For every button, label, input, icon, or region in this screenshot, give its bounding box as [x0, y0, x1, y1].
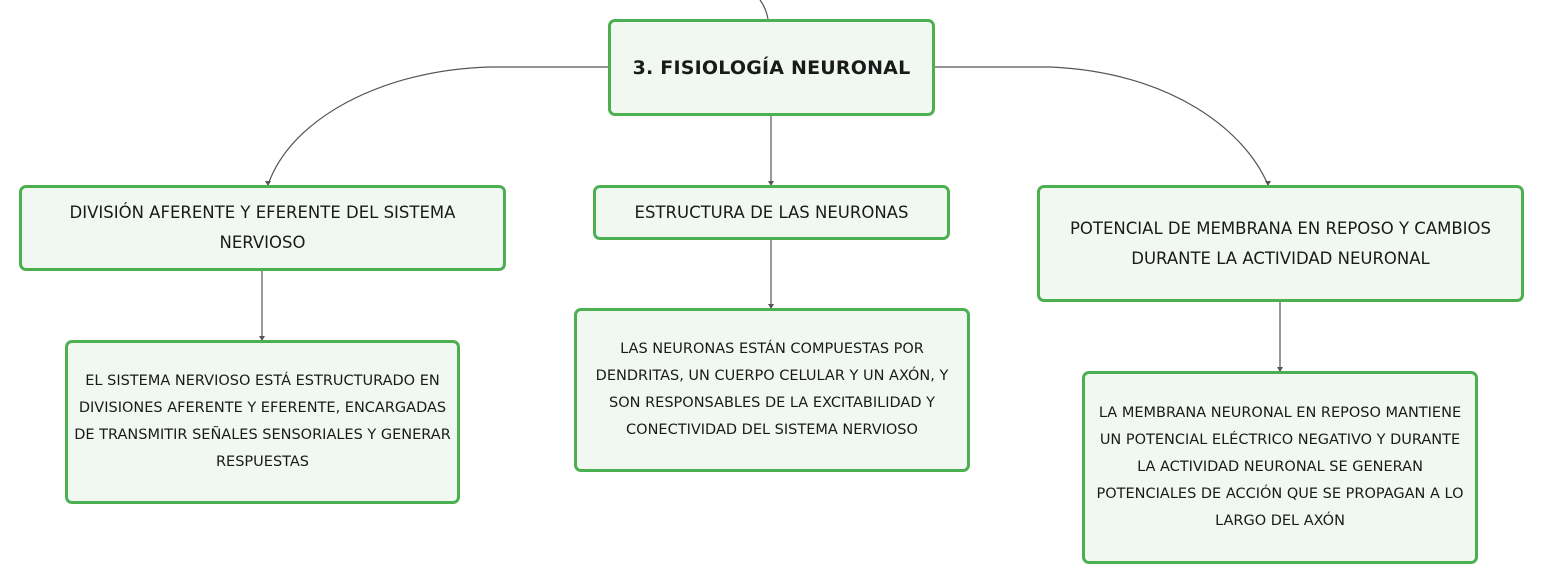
- branch-node-label: POTENCIAL DE MEMBRANA EN REPOSO Y CAMBIO…: [1069, 218, 1491, 268]
- leaf-node-text: LA MEMBRANA NEURONAL EN REPOSO MANTIENE …: [1096, 405, 1464, 529]
- branch-node-membrane-potential[interactable]: POTENCIAL DE MEMBRANA EN REPOSO Y CAMBIO…: [1037, 185, 1524, 302]
- root-node[interactable]: 3. FISIOLOGÍA NEURONAL: [608, 19, 935, 116]
- leaf-node-neuron-structure-detail[interactable]: LAS NEURONAS ESTÁN COMPUESTAS POR DENDRI…: [574, 308, 970, 472]
- connector-root-to-right: [935, 66, 1269, 186]
- leaf-node-membrane-potential-detail[interactable]: LA MEMBRANA NEURONAL EN REPOSO MANTIENE …: [1082, 371, 1478, 564]
- leaf-node-text: LAS NEURONAS ESTÁN COMPUESTAS POR DENDRI…: [595, 341, 949, 438]
- branch-node-label: ESTRUCTURA DE LAS NEURONAS: [634, 202, 909, 222]
- branch-node-label: DIVISIÓN AFERENTE Y EFERENTE DEL SISTEMA…: [69, 203, 456, 252]
- branch-node-afferent-efferent[interactable]: DIVISIÓN AFERENTE Y EFERENTE DEL SISTEMA…: [19, 185, 506, 271]
- root-node-label: 3. FISIOLOGÍA NEURONAL: [632, 56, 911, 79]
- connector-root-to-left: [267, 66, 608, 186]
- leaf-node-afferent-efferent-detail[interactable]: EL SISTEMA NERVIOSO ESTÁ ESTRUCTURADO EN…: [65, 340, 460, 504]
- branch-node-neuron-structure[interactable]: ESTRUCTURA DE LAS NEURONAS: [593, 185, 950, 240]
- connector-parent-to-root: [759, 0, 769, 20]
- leaf-node-text: EL SISTEMA NERVIOSO ESTÁ ESTRUCTURADO EN…: [74, 373, 451, 470]
